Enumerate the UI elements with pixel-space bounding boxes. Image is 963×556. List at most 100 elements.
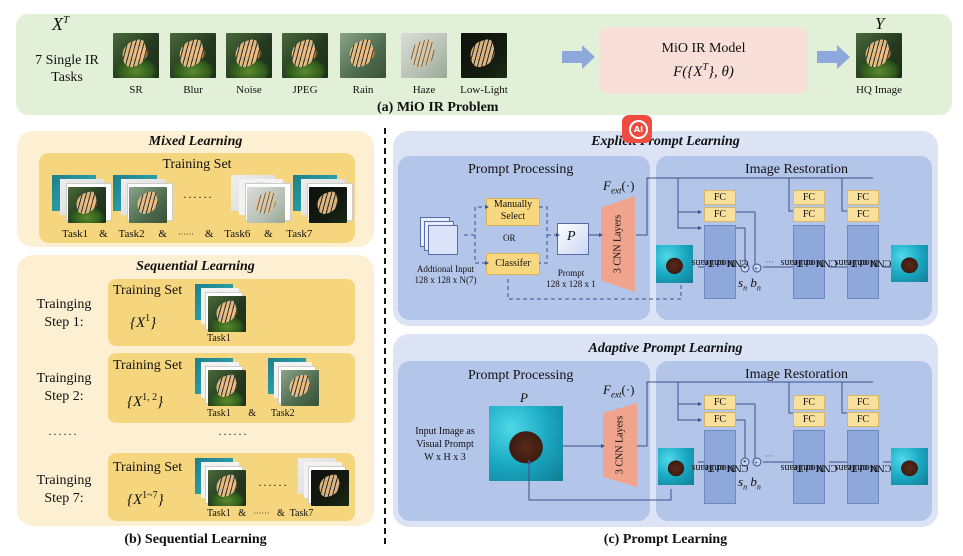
set-symbol: {X — [127, 394, 143, 410]
ai-chat-icon: AI — [629, 120, 648, 139]
fext-label: Fext(·) — [603, 178, 634, 196]
step-label-line2: Step 7: — [44, 491, 84, 506]
step-7-set-symbol: {X1~7} — [127, 490, 164, 509]
sequential-learning-title: Sequential Learning — [136, 259, 255, 274]
task-image-rain — [340, 33, 386, 78]
adaptive-image-restoration-title: Image Restoration — [745, 367, 849, 382]
task-label: Task7 — [289, 508, 314, 519]
step-1-set-title: Training Set — [113, 283, 183, 298]
fext-end: (·) — [621, 382, 635, 397]
sn: s — [738, 275, 744, 290]
scale-shift-labels: sn bn — [738, 275, 761, 293]
set-sup: 1, 2 — [142, 392, 158, 403]
step-2-set-title: Training Set — [113, 358, 183, 373]
input-label-line1: 7 Single IR — [35, 53, 99, 68]
fext-main: F — [603, 382, 611, 397]
set-end: } — [157, 492, 164, 508]
label-line1: Input Image as — [415, 426, 475, 437]
ampersand: & — [248, 408, 257, 419]
arrow-right-icon — [817, 45, 850, 69]
task-label-jpeg: JPEG — [292, 84, 318, 96]
label-line2: 128 x 128 x 1 — [546, 279, 596, 289]
task-label: Task2 — [270, 408, 295, 419]
set-symbol: {X — [130, 315, 146, 331]
step-label-line2: Step 2: — [44, 389, 84, 404]
ai-badge-button[interactable]: AI — [622, 115, 652, 143]
set-end: } — [150, 315, 157, 331]
bn-sub: n — [756, 283, 761, 293]
fc-block: FC — [793, 207, 825, 222]
fc-block: FC — [793, 190, 825, 205]
mixed-learning-title: Mixed Learning — [148, 134, 243, 149]
visual-prompt-symbol: P — [520, 390, 528, 405]
task-label-haze: Haze — [412, 84, 436, 96]
svg-text:+: + — [754, 265, 758, 273]
explicit-image-restoration-title: Image Restoration — [745, 162, 849, 177]
task-label: Task2 — [118, 228, 145, 240]
svg-text:*: * — [743, 265, 747, 273]
task-image-haze — [401, 33, 447, 78]
task-label: Task1 — [207, 408, 231, 419]
fext-main: F — [603, 178, 611, 193]
adaptive-title: Adaptive Prompt Learning — [588, 341, 743, 356]
ampersand: & — [204, 228, 214, 240]
explicit-output-turtle-image — [891, 245, 928, 282]
set-sup: 1~7 — [142, 490, 158, 501]
bn: b — [750, 474, 757, 489]
adaptive-input-turtle-image — [658, 448, 694, 485]
task-image-noise — [226, 33, 272, 78]
hq-output-image — [856, 33, 902, 78]
ampersand: & — [99, 228, 108, 240]
adaptive-output-turtle-image — [891, 448, 928, 485]
fext-sub: ext — [610, 185, 622, 196]
fext-label: Fext(·) — [603, 382, 634, 400]
arrow-right-icon — [562, 45, 595, 69]
steps-ellipsis-left: ······ — [48, 427, 78, 441]
task-label: Task1 — [207, 333, 231, 344]
ellipsis: ······ — [253, 509, 270, 518]
fext-end: (·) — [621, 178, 635, 193]
panel-divider — [384, 128, 386, 544]
label-line2: 128 x 128 x N(7) — [414, 275, 477, 285]
step-label-line1: Trainging — [36, 297, 92, 312]
step-label-line2: Step 1: — [44, 315, 84, 330]
label-line1: Addtional Input — [416, 264, 475, 274]
step-2-set-symbol: {X1, 2} — [127, 392, 163, 411]
sn: s — [738, 474, 744, 489]
input-label: 7 Single IR Tasks — [22, 52, 112, 86]
prompt-label: Prompt 128 x 128 x 1 — [535, 268, 607, 290]
explicit-prompt-processing-title: Prompt Processing — [468, 162, 574, 177]
input-symbol: XT — [52, 14, 69, 35]
task-label: Task1 — [62, 228, 89, 240]
label-line3: W x H x 3 — [424, 452, 466, 463]
fc-block: FC — [704, 395, 736, 410]
scale-shift-labels: sn bn — [738, 474, 761, 492]
task-image-blur — [170, 33, 216, 78]
ampersand: & — [238, 508, 247, 519]
task-label: Task1 — [207, 508, 231, 519]
caption-c: (c) Prompt Learning — [603, 532, 728, 547]
visual-prompt-label: Input Image as Visual Prompt W x H x 3 — [400, 425, 490, 464]
label-line2: Visual Prompt — [416, 439, 474, 450]
label-line1: Manually — [493, 199, 533, 210]
or-label: OR — [503, 233, 516, 243]
steps-ellipsis-right: ······ — [218, 427, 248, 441]
input-symbol-sup: T — [63, 14, 70, 26]
output-symbol: Y — [875, 14, 885, 33]
additional-input-label: Addtional Input 128 x 128 x N(7) — [398, 264, 493, 286]
mixed-training-set-title: Training Set — [162, 157, 232, 172]
set-symbol: {X — [127, 492, 143, 508]
task-image-sr — [113, 33, 159, 78]
model-formula-sup: T — [702, 62, 708, 73]
task-label-blur: Blur — [183, 84, 203, 96]
model-formula: F({XT}, θ) — [599, 62, 808, 81]
module-line2: Module — [847, 257, 879, 268]
step-label-line1: Trainging — [36, 473, 92, 488]
manually-select-box: Manually Select — [486, 198, 540, 226]
fc-block: FC — [704, 207, 736, 222]
task-image-low-light — [461, 33, 507, 78]
mixed-task-labels: Task1 & Task2 & ······ & Task6 & Task7 — [62, 228, 312, 240]
